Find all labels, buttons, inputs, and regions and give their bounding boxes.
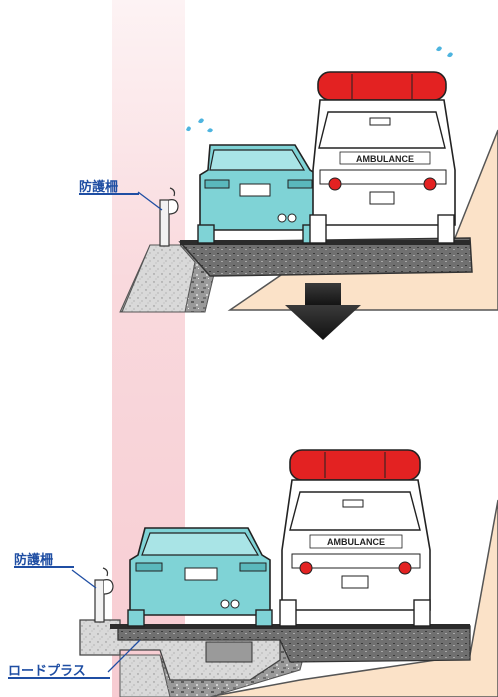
guardrail-post-top <box>159 187 179 247</box>
ambulance-bottom: AMBULANCE <box>279 449 431 627</box>
road-plus-channel <box>205 641 253 663</box>
road-plus-label-underline <box>8 677 110 679</box>
sweat-drop-icon <box>447 52 453 58</box>
sweat-drop-icon <box>186 126 191 132</box>
guardrail-top-leader <box>137 191 163 211</box>
ambulance-top: AMBULANCE <box>309 71 456 244</box>
ambulance-text-bottom: AMBULANCE <box>327 537 385 547</box>
car-bottom <box>127 527 273 627</box>
road-plus-leader <box>107 639 141 673</box>
concrete-bottom <box>119 654 171 697</box>
slope-bottom <box>207 499 498 697</box>
guardrail-label-bottom-underline <box>14 566 74 568</box>
concrete-top <box>121 244 196 313</box>
sweat-drop-icon <box>207 128 213 133</box>
down-arrow-icon <box>285 283 361 340</box>
guardrail-label-top-underline <box>79 193 139 195</box>
guardrail-post-bottom <box>94 567 114 623</box>
road-top <box>178 237 473 277</box>
car-top <box>197 144 320 244</box>
guardrail-label-top: 防護柵 <box>79 180 119 195</box>
guardrail-label-bottom: 防護柵 <box>14 553 54 568</box>
ambulance-text-top: AMBULANCE <box>356 154 414 164</box>
guardrail-bottom-leader <box>71 569 97 589</box>
road-plus-label: ロードプラス <box>8 664 86 679</box>
sweat-drop-icon <box>198 118 204 124</box>
sweat-drop-icon <box>436 46 442 52</box>
